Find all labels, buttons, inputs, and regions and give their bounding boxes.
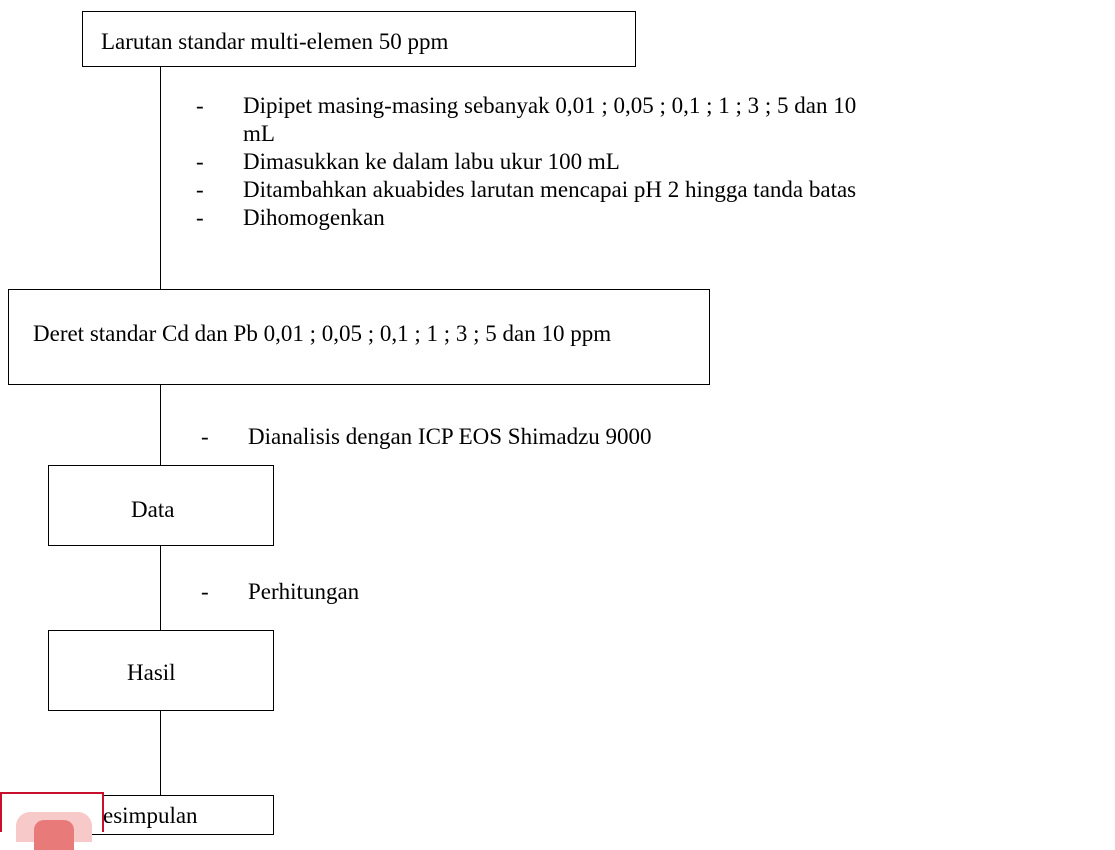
node-deret-standar: Deret standar Cd dan Pb 0,01 ; 0,05 ; 0,…	[8, 289, 710, 385]
node-label: Larutan standar multi-elemen 50 ppm	[101, 29, 449, 54]
app-icon[interactable]	[0, 792, 104, 850]
step-item: - Dihomogenkan	[196, 204, 856, 232]
node-label: Deret standar Cd dan Pb 0,01 ; 0,05 ; 0,…	[33, 321, 612, 346]
node-larutan-standar: Larutan standar multi-elemen 50 ppm	[82, 11, 636, 67]
step-text: Dihomogenkan	[243, 205, 385, 230]
step-item: - Perhitungan	[201, 578, 359, 606]
connector-4	[160, 711, 161, 795]
connector-3	[160, 546, 161, 630]
step-item: - Dianalisis dengan ICP EOS Shimadzu 900…	[201, 423, 652, 451]
connector-1	[160, 67, 161, 289]
step-list-3: - Perhitungan	[201, 578, 359, 606]
connector-2	[160, 385, 161, 465]
node-label: esimpulan	[103, 803, 198, 828]
node-data: Data	[48, 465, 274, 546]
node-label: Data	[131, 497, 175, 522]
app-logo-icon	[16, 812, 92, 850]
node-hasil: Hasil	[48, 630, 274, 711]
dash-marker: -	[196, 93, 204, 118]
step-text: Ditambahkan akuabides larutan mencapai p…	[243, 177, 857, 202]
node-label: Hasil	[127, 660, 176, 685]
step-text: Dipipet masing-masing sebanyak 0,01 ; 0,…	[243, 93, 857, 118]
step-text: Dianalisis dengan ICP EOS Shimadzu 9000	[248, 424, 652, 449]
dash-marker: -	[196, 177, 204, 202]
step-item: - Dimasukkan ke dalam labu ukur 100 mL	[196, 148, 856, 176]
dash-marker: -	[201, 424, 209, 449]
dash-marker: -	[196, 149, 204, 174]
step-list-1: - Dipipet masing-masing sebanyak 0,01 ; …	[196, 92, 856, 232]
step-text: Perhitungan	[248, 579, 360, 604]
step-list-2: - Dianalisis dengan ICP EOS Shimadzu 900…	[201, 423, 652, 451]
step-text: Dimasukkan ke dalam labu ukur 100 mL	[243, 149, 620, 174]
step-item: - Dipipet masing-masing sebanyak 0,01 ; …	[196, 92, 856, 148]
dash-marker: -	[196, 205, 204, 230]
step-item: - Ditambahkan akuabides larutan mencapai…	[196, 176, 856, 204]
dash-marker: -	[201, 579, 209, 604]
step-text-continued: mL	[243, 121, 275, 146]
